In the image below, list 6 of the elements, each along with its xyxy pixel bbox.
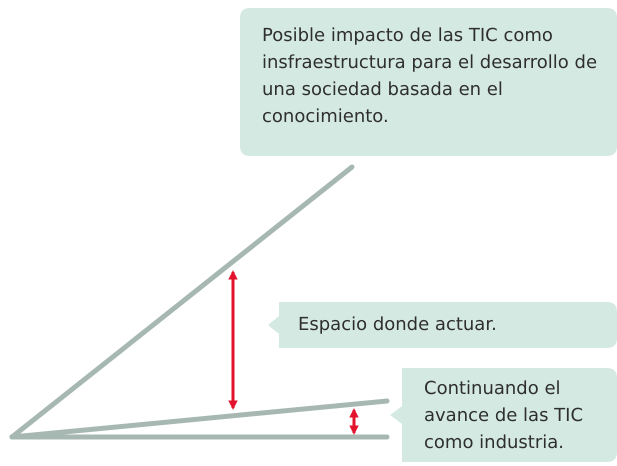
- callout-box: [240, 8, 617, 156]
- callout-text: Posible impacto de las TIC como insfraestructura para el desarrollo de una sociedad basada en el conocimiento.: [262, 24, 598, 129]
- callout-box: [390, 368, 617, 462]
- callout-text: Espacio donde actuar.: [298, 313, 498, 337]
- callout-text: Continuando el avance de las TIC como industria.: [424, 377, 584, 455]
- callout-box: [268, 302, 617, 348]
